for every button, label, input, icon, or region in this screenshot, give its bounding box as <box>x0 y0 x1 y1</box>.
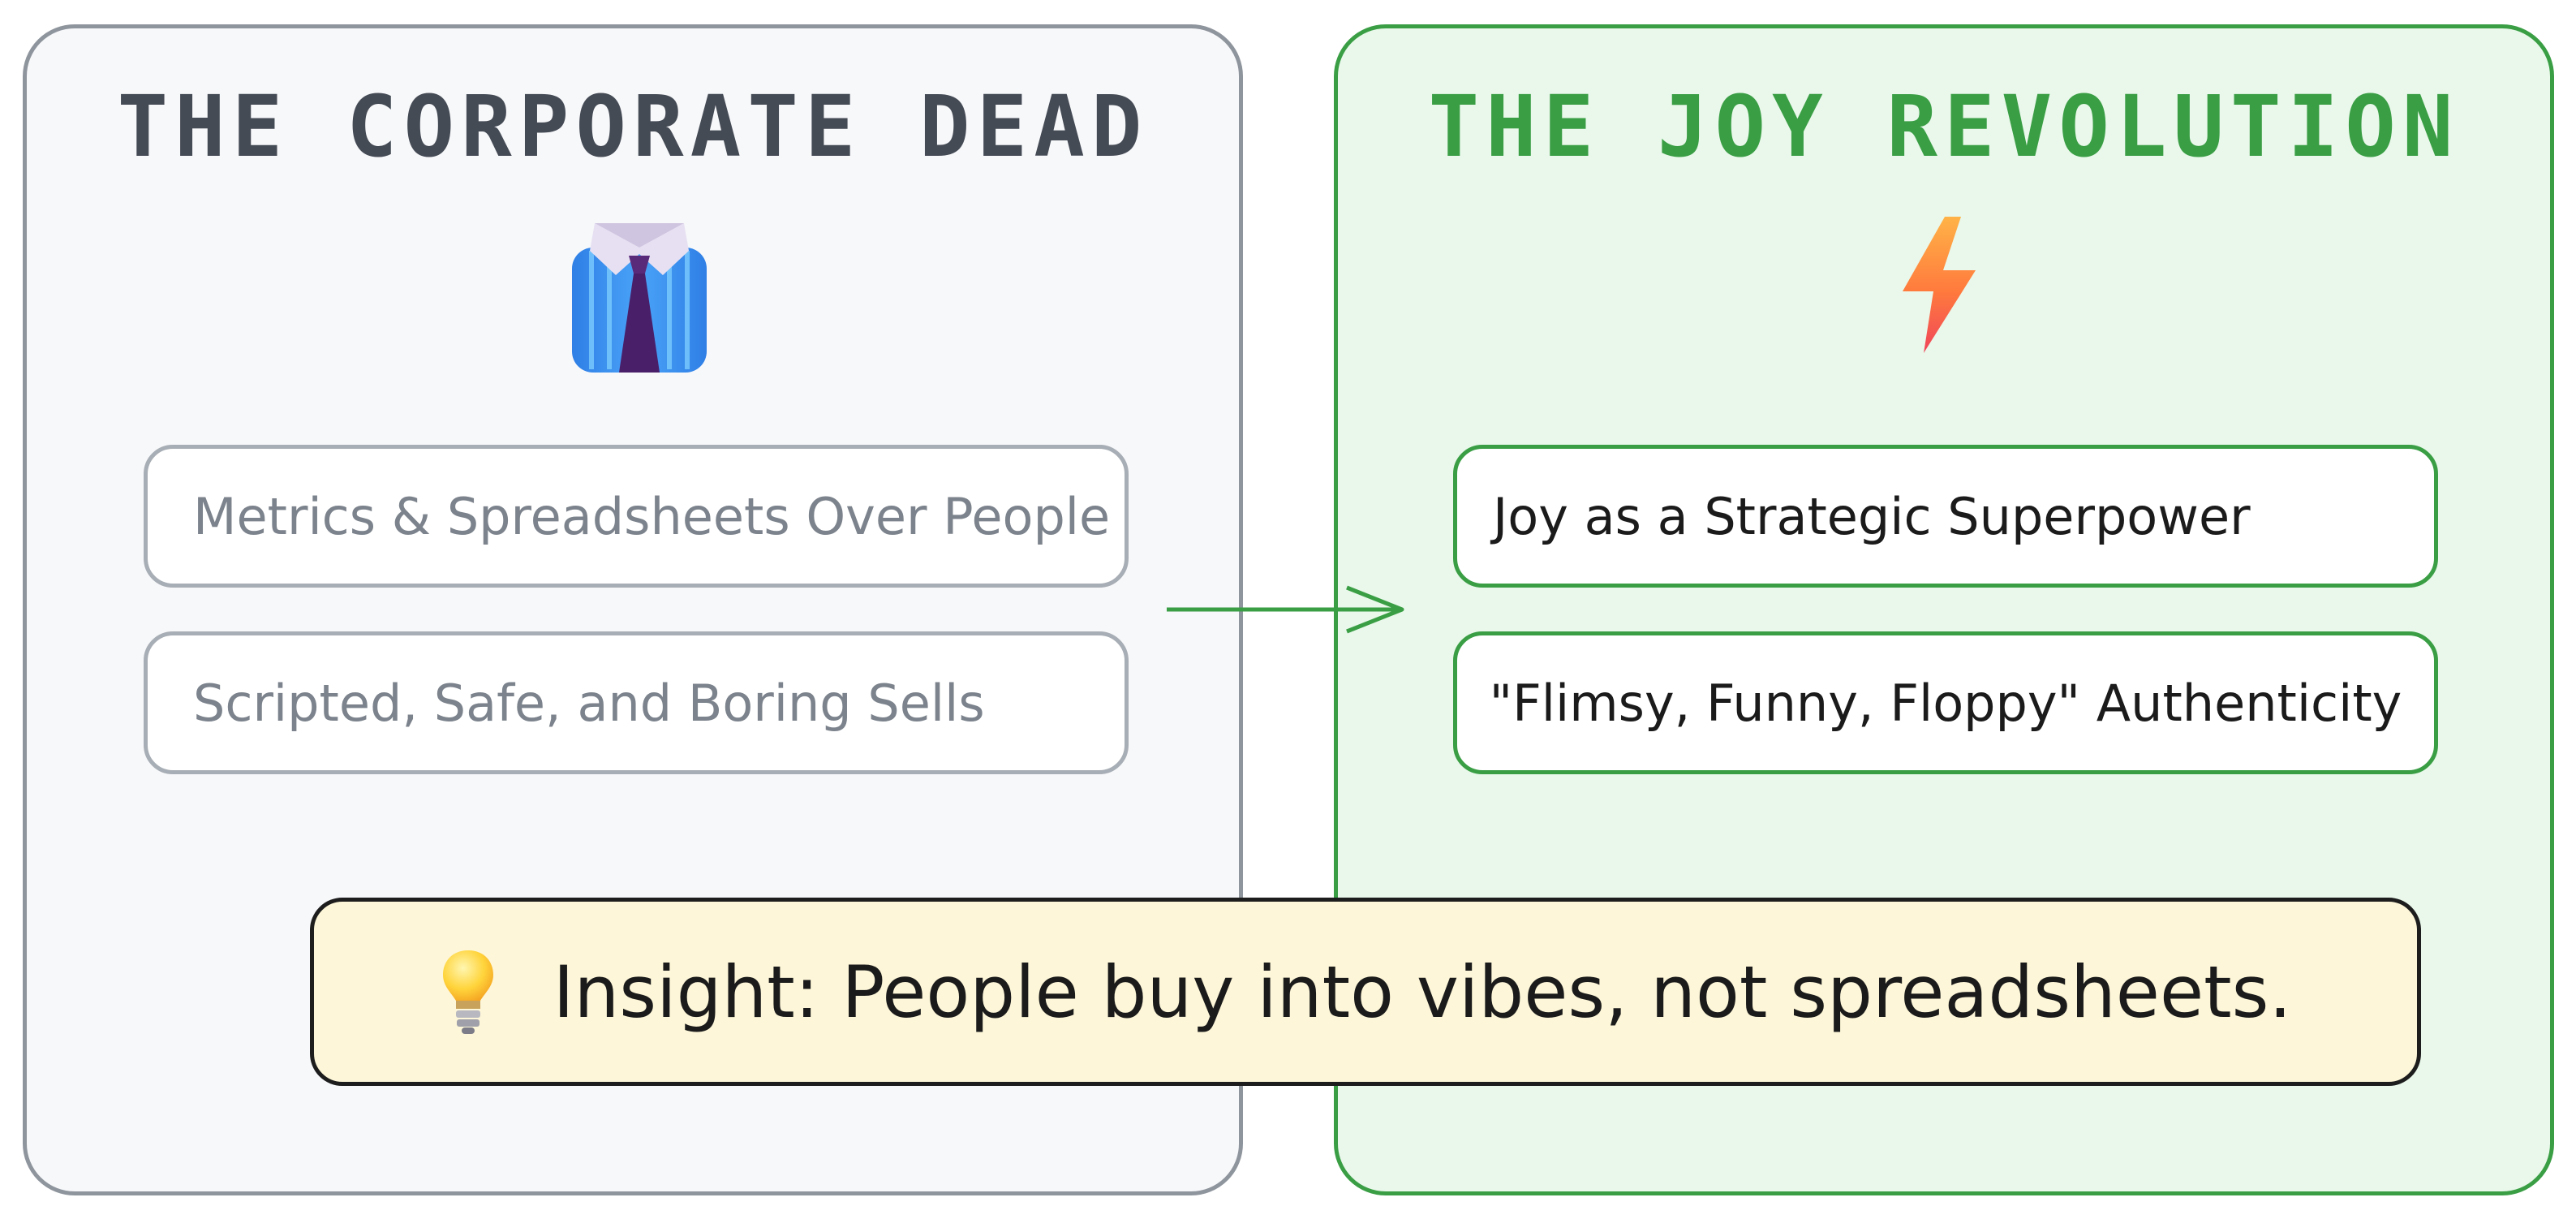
shirt-and-tie-icon <box>572 223 707 373</box>
lightning-bolt-icon <box>1903 217 1976 353</box>
right-item-authenticity: "Flimsy, Funny, Floppy" Authenticity <box>1453 631 2438 774</box>
left-item-label: Scripted, Safe, and Boring Sells <box>193 673 985 733</box>
right-item-label: "Flimsy, Funny, Floppy" Authenticity <box>1489 673 2402 733</box>
left-item-scripted: Scripted, Safe, and Boring Sells <box>144 631 1129 774</box>
right-item-joy: Joy as a Strategic Superpower <box>1453 445 2438 588</box>
left-item-metrics: Metrics & Spreadsheets Over People <box>144 445 1129 588</box>
right-arrow-icon <box>1167 585 1404 634</box>
joy-revolution-title: THE JOY REVOLUTION <box>1428 77 2460 176</box>
light-bulb-icon <box>442 950 493 1034</box>
right-item-label: Joy as a Strategic Superpower <box>1493 486 2251 546</box>
left-item-label: Metrics & Spreadsheets Over People <box>193 486 1111 546</box>
insight-callout: Insight: People buy into vibes, not spre… <box>310 898 2421 1086</box>
insight-text: Insight: People buy into vibes, not spre… <box>553 950 2292 1034</box>
corporate-dead-title: THE CORPORATE DEAD <box>117 77 1149 176</box>
